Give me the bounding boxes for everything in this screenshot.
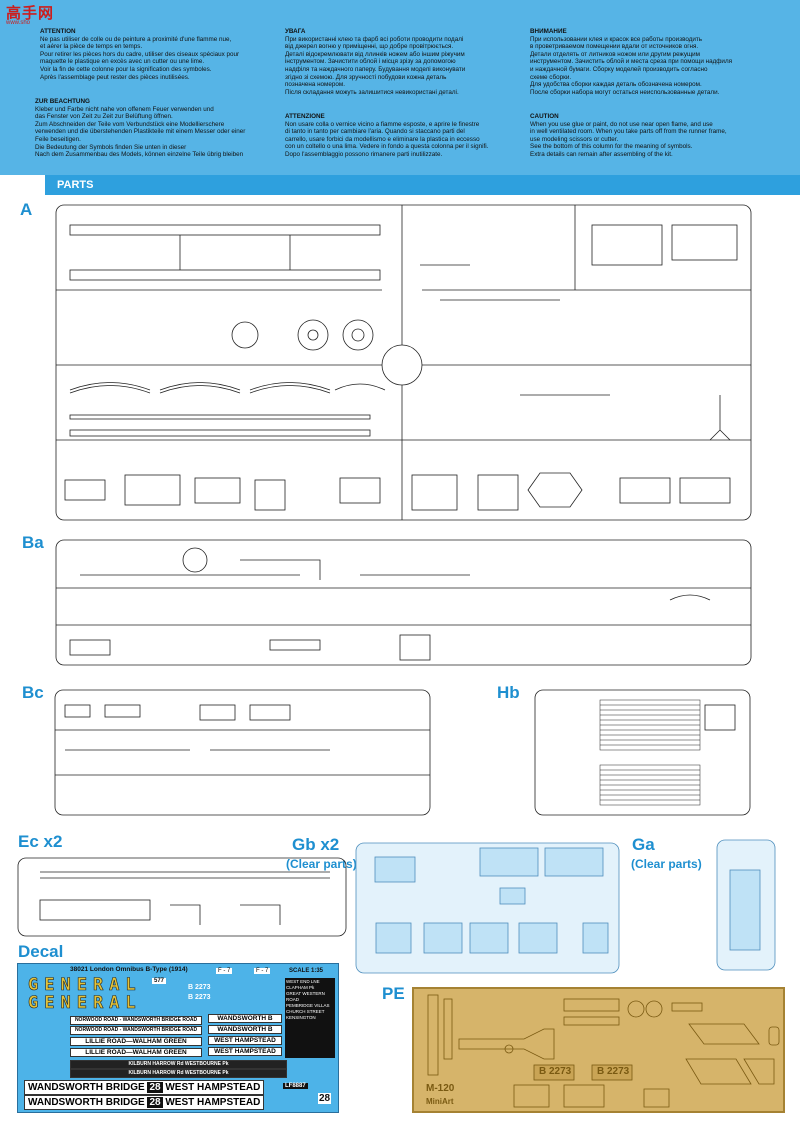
decal-bottom-strip-1: WANDSWORTH BRIDGE 28 WEST HAMPSTEAD: [24, 1080, 265, 1095]
sprue-ec-frame: [17, 857, 347, 937]
photo-etch-fret: M-120 B 2273 B 2273 MiniArt: [412, 987, 785, 1113]
sprue-bc-frame: [54, 689, 431, 816]
pe-brand: MiniArt: [426, 1097, 454, 1106]
decal-title: 38021 London Omnibus B-Type (1914): [70, 966, 188, 973]
pe-reg-1: B 2273: [539, 1066, 572, 1077]
decal-fleet-2: F - 7: [254, 968, 271, 974]
section-label-ba: Ba: [22, 533, 44, 552]
decal-strip-1: NORWOOD ROAD - WANDSWORTH BRIDGE ROAD: [70, 1016, 202, 1025]
decal-reg-1: B 2273: [188, 984, 211, 991]
decal-dest-3: WEST HAMPSTEAD: [208, 1036, 282, 1045]
watermark-logo: 高手网: [6, 5, 55, 22]
pe-parts: [427, 994, 780, 1108]
pe-reg-2: B 2273: [597, 1066, 630, 1077]
section-label-gb: Gb x2: [292, 835, 340, 854]
decal-small-strip-2: KILBURN HARROW Rd WESTBOURNE Pk: [70, 1069, 287, 1078]
decal-general-2: GENERAL: [28, 993, 142, 1014]
decal-sheet: 38021 London Omnibus B-Type (1914) SCALE…: [17, 963, 339, 1113]
decal-dest-2: WANDSWORTH B: [208, 1025, 282, 1034]
sprue-a-hub: [381, 344, 423, 386]
decal-reg-2: B 2273: [188, 994, 211, 1001]
decal-dest-1: WANDSWORTH B: [208, 1014, 282, 1023]
pe-code: M-120: [426, 1083, 455, 1094]
section-label-ga: Ga: [632, 835, 655, 854]
sprue-a-frame: [55, 204, 752, 521]
decal-fleet-1: F - 7: [216, 968, 233, 974]
section-label-decal: Decal: [18, 942, 64, 961]
decal-strip-3: LILLIE ROAD—WALHAM GREEN: [70, 1037, 202, 1046]
decal-bottom-strip-2: WANDSWORTH BRIDGE 28 WEST HAMPSTEAD: [24, 1095, 265, 1110]
decal-strip-4: LILLIE ROAD—WALHAM GREEN: [70, 1048, 202, 1057]
decal-scale: SCALE 1:35: [289, 968, 324, 974]
section-label-hb: Hb: [497, 683, 520, 702]
decal-route-number: 28: [318, 1093, 332, 1104]
section-sublabel-gb: (Clear parts): [286, 857, 357, 871]
parts-header: PARTS: [45, 175, 800, 195]
decal-number: 577: [152, 978, 167, 984]
section-label-pe: PE: [382, 984, 405, 1003]
decal-plate: LF8887: [283, 1083, 308, 1089]
section-label-bc: Bc: [22, 683, 44, 702]
decal-general-1: GENERAL: [28, 975, 142, 996]
sprue-hb-frame: [534, 689, 751, 816]
decal-route-board: WEST END LNE CLAPHAM Pk GREAT WESTERN RO…: [285, 978, 335, 1058]
watermark-url: www.sho: [6, 20, 31, 26]
decal-strip-2: NORWOOD ROAD - WANDSWORTH BRIDGE ROAD: [70, 1026, 202, 1035]
decal-small-strip-1: KILBURN HARROW Rd WESTBOURNE Pk: [70, 1060, 287, 1069]
section-sublabel-ga: (Clear parts): [631, 857, 702, 871]
section-label-ec: Ec x2: [18, 832, 63, 851]
decal-dest-4: WEST HAMPSTEAD: [208, 1047, 282, 1056]
section-label-a: A: [20, 200, 33, 219]
sprue-ba-frame: [55, 539, 752, 666]
